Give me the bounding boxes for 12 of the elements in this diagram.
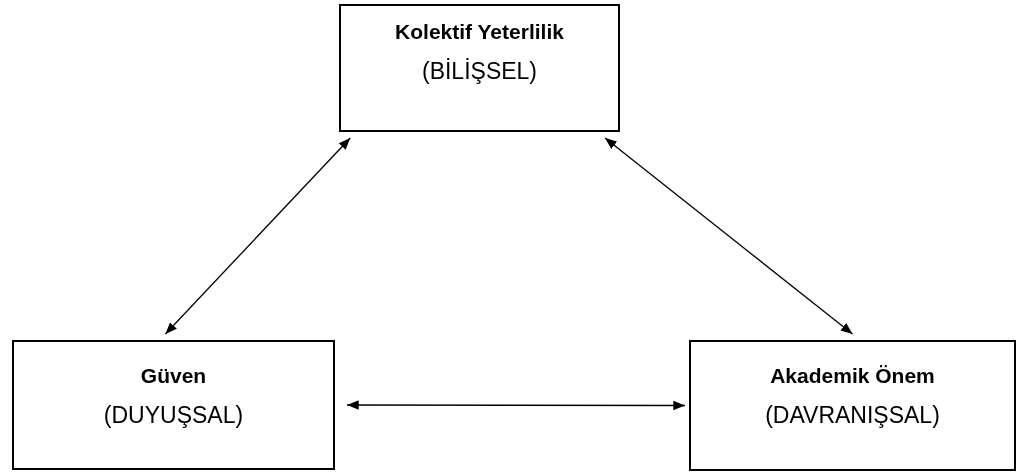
concept-subtitle: (DUYUŞSAL) (103, 402, 244, 429)
concept-title: Akademik Önem (770, 364, 935, 388)
concept-box (12, 340, 335, 470)
double-arrow (164, 137, 351, 335)
double-arrow (604, 137, 854, 335)
concept-box (339, 4, 620, 132)
concept-title: Kolektif Yeterlilik (395, 20, 564, 44)
double-arrow (346, 400, 686, 411)
concept-subtitle: (DAVRANIŞSAL) (765, 402, 940, 429)
concept-title: Güven (140, 364, 207, 388)
concept-subtitle: (BİLİŞSEL) (421, 58, 537, 85)
concept-box (689, 340, 1016, 471)
